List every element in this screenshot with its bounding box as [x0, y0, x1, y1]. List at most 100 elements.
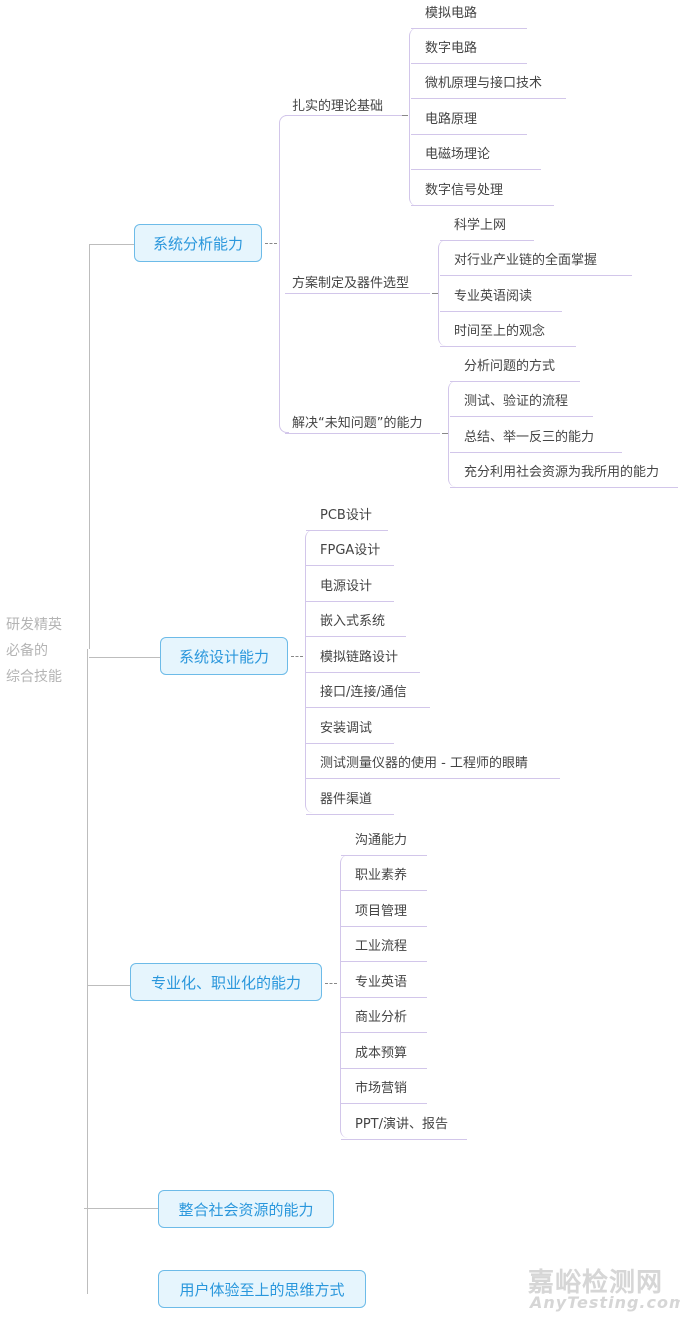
- leaf-item[interactable]: 充分利用社会资源为我所用的能力: [450, 453, 678, 488]
- leaf-item[interactable]: PPT/演讲、报告: [341, 1105, 467, 1140]
- leaf-label: PCB设计: [320, 508, 372, 523]
- leaf-item[interactable]: 项目管理: [341, 892, 427, 927]
- leaf-bracket: [409, 28, 419, 206]
- branch-label: 系统设计能力: [178, 647, 269, 666]
- leaf-label: 测试、验证的流程: [464, 394, 569, 409]
- connector-branch-4: [84, 1208, 158, 1209]
- connector-branch-2: [89, 657, 161, 658]
- leaf-item[interactable]: 总结、举一反三的能力: [450, 418, 622, 453]
- watermark-url-text: AnyTesting.com: [530, 1293, 680, 1312]
- connector-branch-3: [88, 985, 130, 986]
- leaf-label: 市场营销: [355, 1081, 408, 1096]
- leaf-item[interactable]: 电路原理: [411, 100, 527, 135]
- sub-topic-theory[interactable]: 扎实的理论基础: [292, 95, 383, 114]
- collapse-handle[interactable]: [402, 115, 408, 117]
- leaf-label: 科学上网: [454, 218, 507, 233]
- leaf-item[interactable]: 安装调试: [306, 709, 394, 744]
- leaf-item[interactable]: 工业流程: [341, 927, 427, 962]
- branch-label: 系统分析能力: [152, 234, 243, 253]
- leaf-item[interactable]: 时间至上的观念: [440, 312, 576, 347]
- leaf-item[interactable]: 沟通能力: [341, 821, 427, 856]
- leaf-label: 接口/连接/通信: [320, 685, 407, 700]
- leaf-label: 模拟链路设计: [320, 650, 399, 665]
- branch-label: 用户体验至上的思维方式: [179, 1280, 345, 1299]
- leaf-label: PPT/演讲、报告: [355, 1117, 448, 1132]
- leaf-item[interactable]: 微机原理与接口技术: [411, 64, 566, 99]
- sub-bracket: [279, 115, 289, 433]
- branch-label: 专业化、职业化的能力: [150, 973, 301, 992]
- collapse-handle[interactable]: [325, 983, 337, 985]
- leaf-item[interactable]: PCB设计: [306, 496, 388, 531]
- sub-label: 方案制定及器件选型: [292, 276, 410, 291]
- connector-branch-1: [89, 244, 135, 245]
- leaf-item[interactable]: 电源设计: [306, 567, 394, 602]
- root-line-1: 研发精英: [6, 617, 62, 633]
- leaf-bracket: [448, 381, 458, 487]
- leaf-label: 时间至上的观念: [454, 324, 546, 339]
- leaf-item[interactable]: 模拟电路: [411, 0, 527, 29]
- leaf-label: 器件渠道: [320, 792, 373, 807]
- sub-underline: [285, 293, 430, 294]
- leaf-item[interactable]: 分析问题的方式: [450, 347, 580, 382]
- leaf-label: 成本预算: [355, 1046, 408, 1061]
- sub-topic-unknown-problems[interactable]: 解决“未知问题”的能力: [292, 412, 422, 431]
- leaf-label: 微机原理与接口技术: [425, 76, 543, 91]
- leaf-item[interactable]: 电磁场理论: [411, 135, 541, 170]
- leaf-label: 数字信号处理: [425, 183, 504, 198]
- leaf-item[interactable]: 数字信号处理: [411, 171, 554, 206]
- leaf-item[interactable]: 科学上网: [440, 206, 534, 241]
- trunk-line-upper: [89, 244, 90, 649]
- collapse-handle[interactable]: [432, 293, 438, 295]
- root-line-2: 必备的: [6, 643, 48, 659]
- root-line-3: 综合技能: [6, 669, 62, 685]
- leaf-label: 充分利用社会资源为我所用的能力: [464, 465, 660, 480]
- watermark-logo-text: 嘉峪检测网: [528, 1268, 664, 1298]
- leaf-label: 职业素养: [355, 868, 408, 883]
- leaf-item[interactable]: 职业素养: [341, 856, 427, 891]
- sub-topic-solution[interactable]: 方案制定及器件选型: [292, 272, 409, 291]
- collapse-handle[interactable]: [291, 656, 303, 658]
- leaf-item[interactable]: 测试、验证的流程: [450, 382, 593, 417]
- leaf-item[interactable]: 专业英语: [341, 963, 427, 998]
- leaf-item[interactable]: 模拟链路设计: [306, 638, 420, 673]
- branch-system-design[interactable]: 系统设计能力: [160, 637, 288, 675]
- root-topic[interactable]: 研发精英 必备的 综合技能: [6, 612, 76, 690]
- leaf-item[interactable]: 市场营销: [341, 1069, 427, 1104]
- branch-system-analysis[interactable]: 系统分析能力: [134, 224, 262, 262]
- leaf-item[interactable]: 嵌入式系统: [306, 602, 406, 637]
- leaf-bracket: [340, 855, 350, 1138]
- leaf-item[interactable]: 器件渠道: [306, 780, 394, 815]
- trunk-line-lower: [87, 649, 88, 1294]
- leaf-item[interactable]: 成本预算: [341, 1034, 427, 1069]
- leaf-item[interactable]: 数字电路: [411, 29, 527, 64]
- sub-underline: [285, 433, 440, 434]
- leaf-item[interactable]: FPGA设计: [306, 531, 394, 566]
- leaf-label: 项目管理: [355, 904, 408, 919]
- branch-user-experience[interactable]: 用户体验至上的思维方式: [158, 1270, 366, 1308]
- leaf-item[interactable]: 商业分析: [341, 998, 427, 1033]
- sub-label: 解决“未知问题”的能力: [292, 416, 423, 431]
- leaf-item[interactable]: 接口/连接/通信: [306, 673, 430, 708]
- leaf-label: 分析问题的方式: [464, 359, 556, 374]
- sub-underline: [285, 115, 403, 116]
- leaf-label: 安装调试: [320, 721, 373, 736]
- leaf-item[interactable]: 对行业产业链的全面掌握: [440, 241, 632, 276]
- sub-label: 扎实的理论基础: [292, 99, 384, 114]
- leaf-label: 模拟电路: [425, 6, 478, 21]
- branch-professional[interactable]: 专业化、职业化的能力: [130, 963, 322, 1001]
- leaf-label: 工业流程: [355, 939, 408, 954]
- collapse-handle[interactable]: [265, 243, 277, 245]
- leaf-label: 总结、举一反三的能力: [464, 430, 595, 445]
- leaf-bracket: [438, 240, 448, 346]
- leaf-label: 商业分析: [355, 1010, 408, 1025]
- branch-social-resources[interactable]: 整合社会资源的能力: [158, 1190, 334, 1228]
- leaf-label: 专业英语阅读: [454, 289, 533, 304]
- leaf-label: FPGA设计: [320, 543, 381, 558]
- collapse-handle[interactable]: [442, 433, 448, 435]
- leaf-label: 专业英语: [355, 975, 408, 990]
- leaf-item[interactable]: 专业英语阅读: [440, 277, 562, 312]
- leaf-label: 电磁场理论: [425, 147, 491, 162]
- leaf-item[interactable]: 测试测量仪器的使用 - 工程师的眼睛: [306, 744, 560, 779]
- leaf-bracket: [305, 530, 315, 813]
- leaf-label: 沟通能力: [355, 833, 408, 848]
